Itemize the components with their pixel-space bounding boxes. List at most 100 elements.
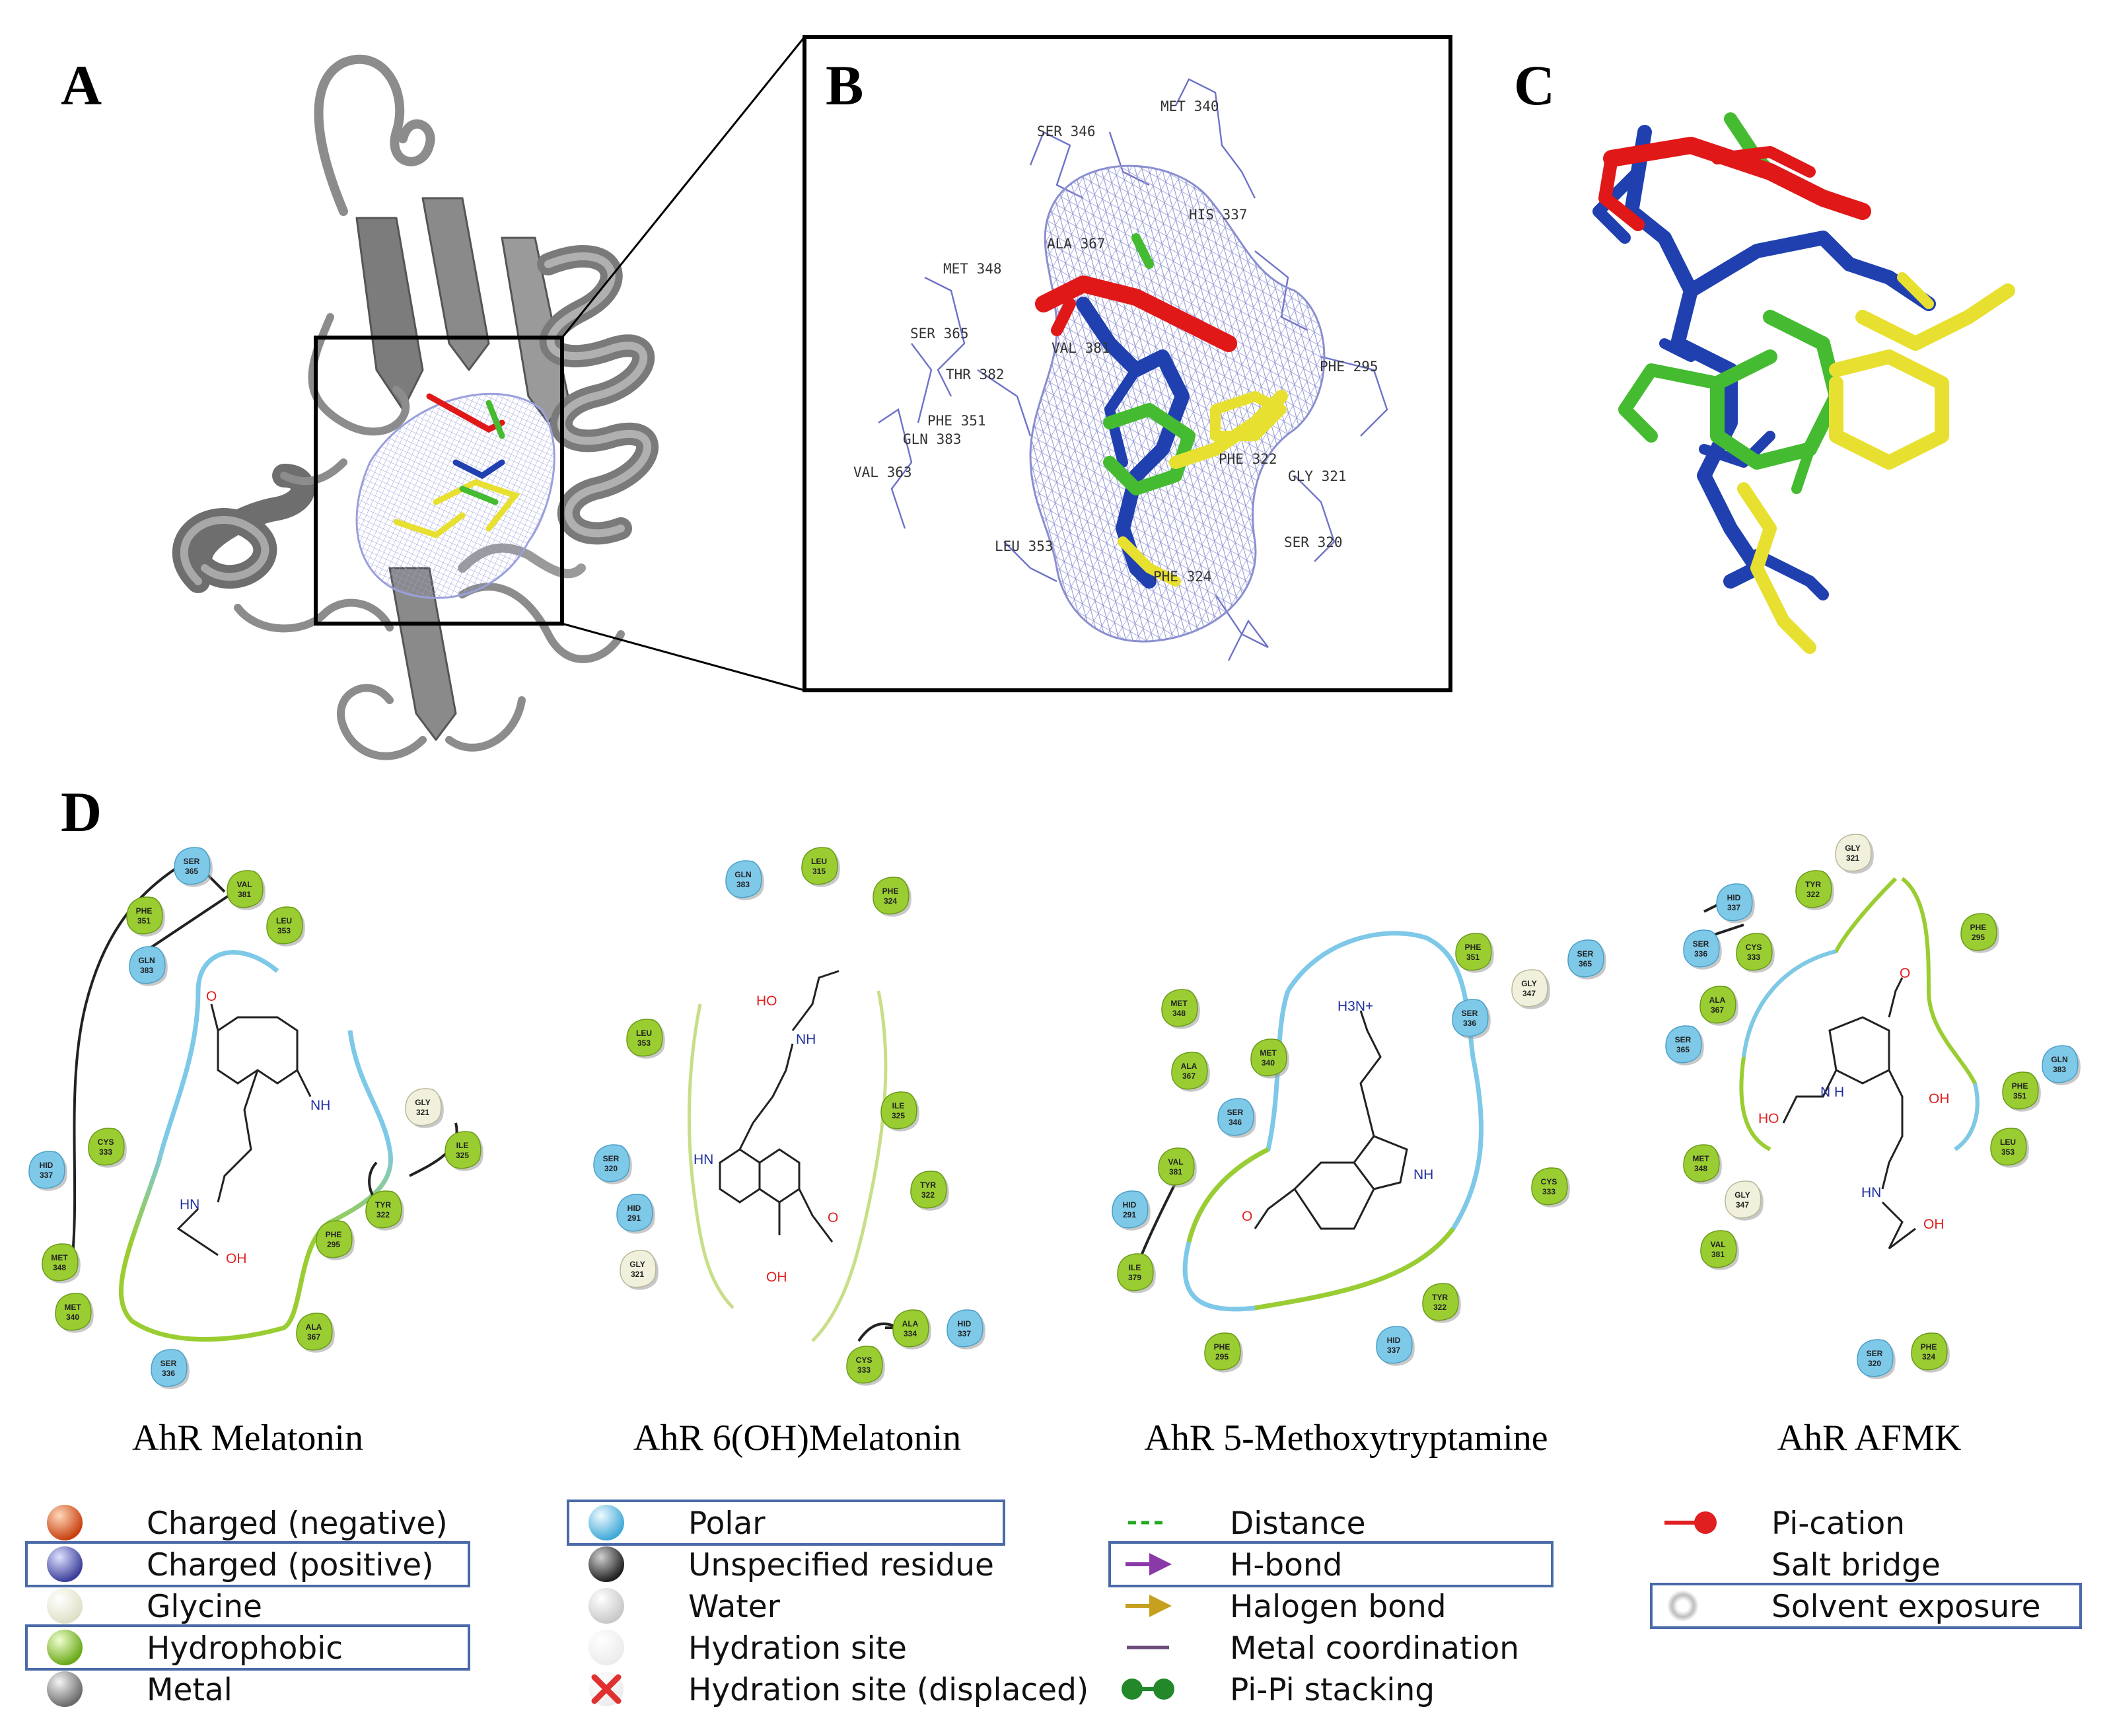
legend-item: Metal bbox=[47, 1671, 232, 1708]
legend-item: Metal coordination bbox=[1127, 1630, 1519, 1667]
residue-label: MET 348 bbox=[943, 261, 1002, 277]
panel-c-letter: C bbox=[1514, 54, 1555, 117]
residue-name: PHE bbox=[326, 1230, 342, 1239]
pocket-outline bbox=[1739, 877, 1980, 1151]
legend-label: Pi-Pi stacking bbox=[1230, 1672, 1435, 1708]
legend-highlight-box bbox=[567, 1500, 1005, 1546]
residue-name: SER bbox=[1227, 1108, 1244, 1117]
residue-labels-b: MET 340 SER 346 HIS 337 ALA 367 MET 348 … bbox=[853, 98, 1378, 585]
residue-name: HID bbox=[958, 1319, 972, 1328]
residue-name: SER bbox=[184, 857, 200, 866]
atom-n: HN bbox=[1861, 1185, 1881, 1200]
residue-name: TYR bbox=[1432, 1293, 1448, 1302]
residue-number: 295 bbox=[327, 1240, 340, 1249]
residue-number: 346 bbox=[1229, 1118, 1242, 1127]
panel-d-letter: D bbox=[61, 780, 102, 844]
legend-item: H-bond bbox=[1108, 1541, 1553, 1587]
residue-number: 321 bbox=[1846, 853, 1859, 863]
residue-name: HID bbox=[627, 1204, 641, 1213]
residue-number: 367 bbox=[1711, 1005, 1724, 1015]
residue-label: MET 340 bbox=[1161, 98, 1219, 114]
legend-label: Polar bbox=[688, 1505, 766, 1542]
residue-number: 367 bbox=[307, 1332, 320, 1342]
panel-b: B bbox=[803, 35, 1452, 692]
residue-name: MET bbox=[64, 1303, 81, 1312]
residue-name: LEU bbox=[276, 916, 292, 925]
atom-n: NH bbox=[310, 1098, 330, 1113]
diagram-caption: AhR Melatonin bbox=[132, 1418, 363, 1459]
ligand-structure bbox=[176, 1003, 312, 1256]
residue-label: ALA 367 bbox=[1047, 236, 1106, 252]
atom-o: OH bbox=[1923, 1217, 1945, 1232]
residue-number: 336 bbox=[1463, 1019, 1476, 1028]
atom-o: OH bbox=[226, 1251, 247, 1266]
atom-n: NH bbox=[1413, 1167, 1433, 1182]
legend-label: Charged (positive) bbox=[147, 1547, 433, 1583]
ligand-overlay bbox=[1592, 112, 2015, 654]
residue-number: 336 bbox=[1694, 949, 1707, 958]
ligand-structure bbox=[1782, 977, 1916, 1250]
protein-cartoon bbox=[172, 54, 659, 760]
legend-item: Polar bbox=[567, 1500, 1005, 1546]
residue-name: SER bbox=[1693, 939, 1709, 949]
residue-name: MET bbox=[1170, 999, 1188, 1008]
residue-label: HIS 337 bbox=[1189, 207, 1248, 223]
residue-name: CYS bbox=[856, 1356, 873, 1365]
residue-label: PHE 295 bbox=[1320, 359, 1378, 375]
residue-number: 337 bbox=[40, 1171, 53, 1180]
contact-line bbox=[71, 857, 192, 1256]
residue-name: PHE bbox=[1214, 1342, 1231, 1352]
residue-label: SER 365 bbox=[910, 326, 969, 342]
residue-number: 322 bbox=[376, 1210, 390, 1219]
residue-label: PHE 324 bbox=[1153, 569, 1212, 585]
residue-name: ALA bbox=[306, 1322, 322, 1332]
legend-label: Metal coordination bbox=[1230, 1630, 1519, 1667]
residue-number: 325 bbox=[892, 1111, 905, 1120]
sphere-icon bbox=[47, 1630, 83, 1665]
residue-name: SER bbox=[1675, 1035, 1692, 1044]
legend-label: Halogen bond bbox=[1230, 1589, 1446, 1625]
residue-number: 353 bbox=[637, 1038, 651, 1048]
sphere-icon bbox=[589, 1630, 624, 1665]
residue-name: GLY bbox=[629, 1260, 645, 1269]
legend-label: Unspecified residue bbox=[688, 1547, 994, 1583]
ring-icon bbox=[1667, 1590, 1699, 1622]
residue-number: 383 bbox=[140, 966, 153, 975]
sphere-icon bbox=[47, 1671, 83, 1707]
residue-number: 351 bbox=[137, 916, 151, 925]
pocket-outline bbox=[118, 950, 393, 1342]
residue-name: ILE bbox=[1129, 1263, 1141, 1272]
residue-number: 324 bbox=[1922, 1352, 1935, 1361]
residue-label: SER 346 bbox=[1037, 124, 1096, 139]
legend-item: Charged (negative) bbox=[47, 1505, 448, 1542]
atom-o: O bbox=[206, 989, 217, 1004]
panel-b-letter: B bbox=[826, 54, 863, 117]
residue-name: SER bbox=[1577, 949, 1594, 958]
residue-name: HID bbox=[1727, 893, 1741, 902]
residue-name: GLY bbox=[1845, 844, 1861, 853]
legend-highlight-box bbox=[1650, 1583, 2082, 1629]
residue-name: SER bbox=[1462, 1009, 1478, 1018]
ligand-structure bbox=[1254, 1010, 1408, 1230]
residue-name: LEU bbox=[2000, 1138, 2016, 1147]
residue-number: 381 bbox=[238, 890, 251, 899]
